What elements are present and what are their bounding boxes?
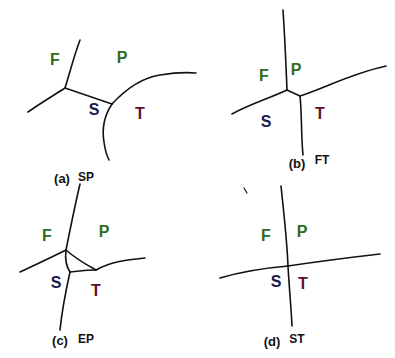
case-code: SP [78, 171, 94, 183]
panel-caption: (d) [264, 335, 281, 348]
boundary-line [288, 254, 380, 266]
region-letter: F [261, 228, 271, 244]
region-letter: P [99, 224, 110, 240]
region-letter: P [291, 62, 302, 78]
region-letter: T [91, 283, 101, 299]
region-letter: T [135, 106, 145, 122]
boundary-line [96, 258, 145, 270]
region-letter: T [315, 106, 325, 122]
boundary-line [300, 96, 303, 155]
region-letter: S [89, 102, 100, 118]
boundary-line [232, 90, 287, 114]
region-letter: F [50, 52, 60, 68]
boundary-line [281, 186, 288, 266]
boundary-line [112, 73, 196, 104]
boundary-line [66, 250, 70, 272]
panel-caption: (b) [289, 157, 306, 170]
case-code: EP [78, 333, 94, 345]
panel-caption: (a) [54, 172, 70, 185]
boundary-line [65, 40, 80, 88]
region-letter: F [259, 68, 269, 84]
boundary-line [103, 104, 112, 160]
region-letter: S [261, 114, 272, 130]
region-letter: S [51, 275, 62, 291]
boundary-line [288, 266, 292, 326]
boundary-line [283, 10, 287, 90]
region-letter: F [42, 228, 52, 244]
boundary-line [20, 250, 66, 272]
boundary-line [28, 88, 65, 112]
boundary-line [287, 90, 300, 96]
case-code: ST [289, 333, 304, 345]
region-letter: P [297, 224, 308, 240]
region-letter: P [117, 50, 128, 66]
boundary-line [66, 184, 80, 250]
region-letter: S [271, 274, 282, 290]
boundary-line [60, 272, 70, 330]
stray-mark [244, 188, 247, 193]
region-letter: T [298, 276, 308, 292]
boundary-line [70, 270, 96, 272]
boundary-line [66, 250, 96, 270]
panel-caption: (c) [52, 334, 68, 347]
boundary-line [300, 66, 386, 96]
case-code: FT [315, 154, 330, 166]
boundary-line [65, 88, 112, 104]
